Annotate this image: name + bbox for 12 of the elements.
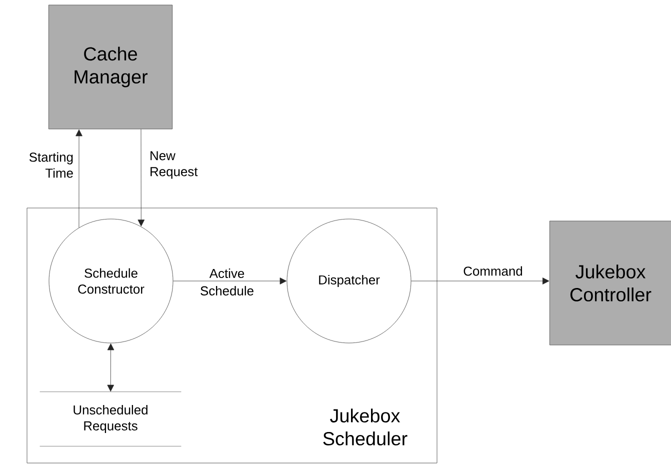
arrow <box>107 343 114 392</box>
arrow <box>173 278 287 284</box>
edge-label: Active Schedule <box>200 268 254 296</box>
arrow <box>411 278 550 284</box>
edge-label: Command <box>464 266 522 276</box>
edge-label: Starting Time <box>29 152 73 178</box>
data-store: Unscheduled Requests <box>40 392 182 446</box>
arrow <box>138 129 145 226</box>
arrow <box>76 129 82 228</box>
edge-label: New Request <box>150 151 198 179</box>
external-box: Cache Manager <box>48 4 173 130</box>
external-box: Jukebox Controller <box>550 220 671 346</box>
